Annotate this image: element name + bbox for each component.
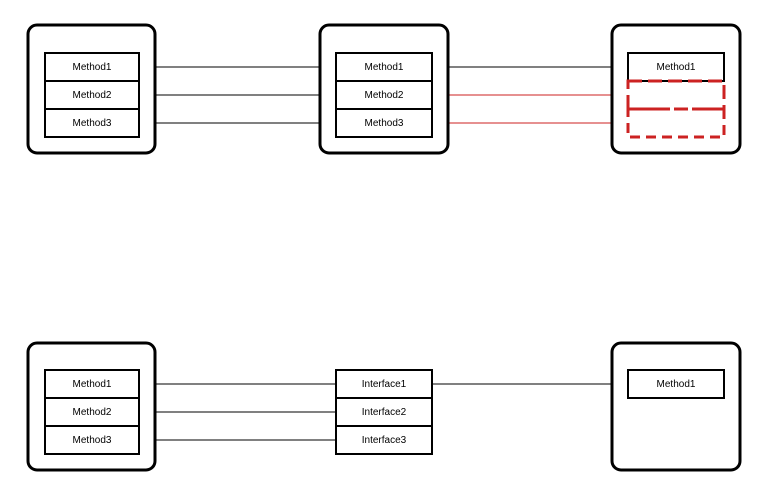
top-left-method-2[interactable]: Method2 <box>44 80 140 110</box>
top-left-method-2-label: Method2 <box>73 90 112 101</box>
bottom-interface-2-label: Interface2 <box>362 407 407 418</box>
bottom-right-method-1-label: Method1 <box>657 379 696 390</box>
top-right-missing-method-3 <box>626 107 726 139</box>
bottom-interface-1[interactable]: Interface1 <box>335 369 433 399</box>
bottom-interface-3-label: Interface3 <box>362 435 407 446</box>
bottom-left-method-1[interactable]: Method1 <box>44 369 140 399</box>
bottom-interface-stack: Interface1 Interface2 Interface3 <box>335 369 433 455</box>
top-middle-method-1[interactable]: Method1 <box>335 52 433 82</box>
bottom-left-method-2[interactable]: Method2 <box>44 397 140 427</box>
top-left-method-3-label: Method3 <box>73 118 112 129</box>
bottom-connectors <box>155 383 627 441</box>
top-left-component: Method1 Method2 Method3 <box>26 23 157 155</box>
top-right-method-1[interactable]: Method1 <box>627 52 725 82</box>
top-right-component: Method1 <box>610 23 742 155</box>
top-connectors <box>155 66 627 124</box>
bottom-left-component: Method1 Method2 Method3 <box>26 341 157 472</box>
top-middle-method-2[interactable]: Method2 <box>335 80 433 110</box>
top-right-component-frame <box>610 23 742 155</box>
bottom-interface-3[interactable]: Interface3 <box>335 425 433 455</box>
bottom-right-component-frame <box>610 341 742 472</box>
top-right-method-1-label: Method1 <box>657 62 696 73</box>
bottom-interface-1-label: Interface1 <box>362 379 407 390</box>
bottom-left-method-3[interactable]: Method3 <box>44 425 140 455</box>
top-middle-component: Method1 Method2 Method3 <box>318 23 450 155</box>
bottom-left-method-2-label: Method2 <box>73 407 112 418</box>
top-left-method-3[interactable]: Method3 <box>44 108 140 138</box>
bottom-left-method-3-label: Method3 <box>73 435 112 446</box>
top-middle-method-3[interactable]: Method3 <box>335 108 433 138</box>
top-left-method-1[interactable]: Method1 <box>44 52 140 82</box>
top-middle-method-3-label: Method3 <box>365 118 404 129</box>
top-left-method-1-label: Method1 <box>73 62 112 73</box>
bottom-interface-2[interactable]: Interface2 <box>335 397 433 427</box>
top-middle-method-1-label: Method1 <box>365 62 404 73</box>
bottom-left-method-1-label: Method1 <box>73 379 112 390</box>
bottom-right-method-1[interactable]: Method1 <box>627 369 725 399</box>
bottom-right-component: Method1 <box>610 341 742 472</box>
top-middle-method-2-label: Method2 <box>365 90 404 101</box>
